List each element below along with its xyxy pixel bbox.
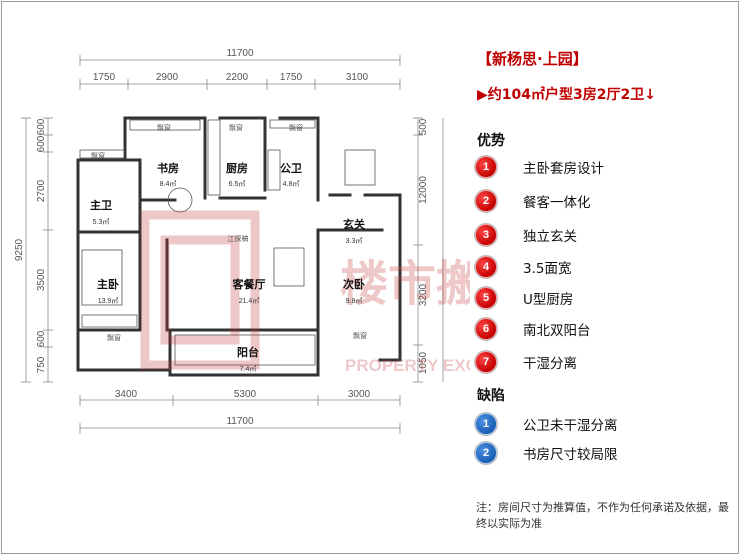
advantage-item: 2 餐客一体化 [475,190,591,212]
advantage-text: U型厨房 [523,292,574,308]
advantage-item: 6 南北双阳台 [475,318,591,340]
number-badge: 1 [475,156,497,178]
room-master-bedroom: 主卧 [97,277,119,291]
room-study-area: 8.4㎡ [160,180,177,188]
dim-top-seg: 1750 [280,72,303,83]
room-kitchen-area: 6.5㎡ [229,180,246,188]
window-label: 飘窗 [157,123,171,132]
room-balcony: 阳台 [237,345,259,359]
number-badge: 4 [475,256,497,278]
advantage-item: 5 U型厨房 [475,287,573,309]
defect-item: 1 公卫未干湿分离 [475,413,618,435]
advantage-text: 餐客一体化 [523,195,591,211]
dim-left-seg: 3500 [36,268,47,291]
room-foyer-area: 3.3㎡ [346,237,363,245]
room-public-bath-area: 4.8㎡ [283,180,300,188]
room-foyer: 玄关 [343,217,365,231]
advantage-text: 3.5面宽 [523,261,572,277]
dim-left-seg: 600 [36,118,47,135]
room-master-bath-area: 5.3㎡ [93,218,110,226]
defect-text: 公卫未干湿分离 [523,418,618,434]
dim-left-seg: 600 [36,135,47,152]
advantage-item: 4 3.5面宽 [475,256,571,278]
project-title: 【新杨思·上园】 [477,50,588,68]
furniture-lines [79,119,376,366]
dim-top-seg: 1750 [93,72,116,83]
dim-top-seg: 2200 [226,72,249,83]
dim-left-total: 9250 [14,238,25,261]
number-badge: 3 [475,224,497,246]
dim-top-total: 11700 [226,48,254,59]
room-second-bedroom-area: 9.8㎡ [346,297,363,305]
disclaimer-note: 注：房间尺寸为推算值，不作为任何承诺及依据，最终以实际为准 [476,501,729,530]
dim-bottom-seg: 3000 [348,389,371,400]
window-label: 飘窗 [107,333,121,342]
window-label: 飘窗 [353,331,367,340]
dim-bottom-total: 11700 [226,416,254,427]
dimension-lines [21,55,444,434]
advantage-text: 南北双阳台 [523,323,591,339]
room-balcony-area: 7.4㎡ [240,365,257,373]
advantage-item: 7 干湿分离 [475,351,577,373]
dim-right-seg: 1050 [418,351,429,374]
advantages-heading: 优势 [477,133,505,149]
dim-top-seg: 2900 [156,72,179,83]
dim-left-seg: 750 [36,356,47,373]
advantage-item: 1 主卧套房设计 [475,156,604,178]
defect-item: 2 书房尺寸较局限 [475,442,618,464]
defects-heading: 缺陷 [477,388,505,404]
dim-bottom-seg: 3400 [115,389,138,400]
dim-bottom-seg: 5300 [234,389,257,400]
number-badge: 1 [475,413,497,435]
window-label: 飘窗 [91,151,105,160]
number-badge: 6 [475,318,497,340]
room-master-bedroom-area: 13.9㎡ [98,297,119,305]
advantage-item: 3 独立玄关 [475,224,577,246]
room-study: 书房 [157,161,179,175]
unit-subtitle: ▶约104㎡户型3房2厅2卫↓ [477,87,656,103]
window-label: 飘窗 [229,123,243,132]
dim-left-seg: 2700 [36,179,47,202]
room-living-dining-area: 21.4㎡ [239,297,260,305]
watermark-en: PROPERTY EXCLUSIVE [345,356,470,375]
window-label: 飘窗 [289,123,303,132]
advantage-text: 主卧套房设计 [523,161,604,177]
number-badge: 7 [475,351,497,373]
number-badge: 5 [475,287,497,309]
dim-right-seg: 12000 [418,176,429,204]
walls [76,116,402,377]
room-public-bath: 公卫 [280,162,302,175]
room-master-bath: 主卫 [90,198,112,212]
dim-right-seg: 3200 [418,283,429,306]
watermark: 楼市搬家 PROPERTY EXCLUSIVE [140,210,470,375]
number-badge: 2 [475,442,497,464]
dim-left-seg: 600 [36,330,47,347]
defect-text: 书房尺寸较局限 [523,447,618,463]
draft-label: 江探稿 [228,234,249,243]
room-living-dining: 客餐厅 [232,277,266,291]
dim-top-seg: 3100 [346,72,369,83]
floor-plan: 11700 1750 2900 2200 1750 3100 3400 5300… [14,48,470,434]
watermark-cn: 楼市搬家 [340,256,470,312]
room-kitchen: 厨房 [226,161,248,175]
number-badge: 2 [475,190,497,212]
room-second-bedroom: 次卧 [343,277,365,291]
advantage-text: 干湿分离 [523,356,577,372]
dim-right-seg: 500 [418,118,429,135]
advantage-text: 独立玄关 [523,229,577,245]
